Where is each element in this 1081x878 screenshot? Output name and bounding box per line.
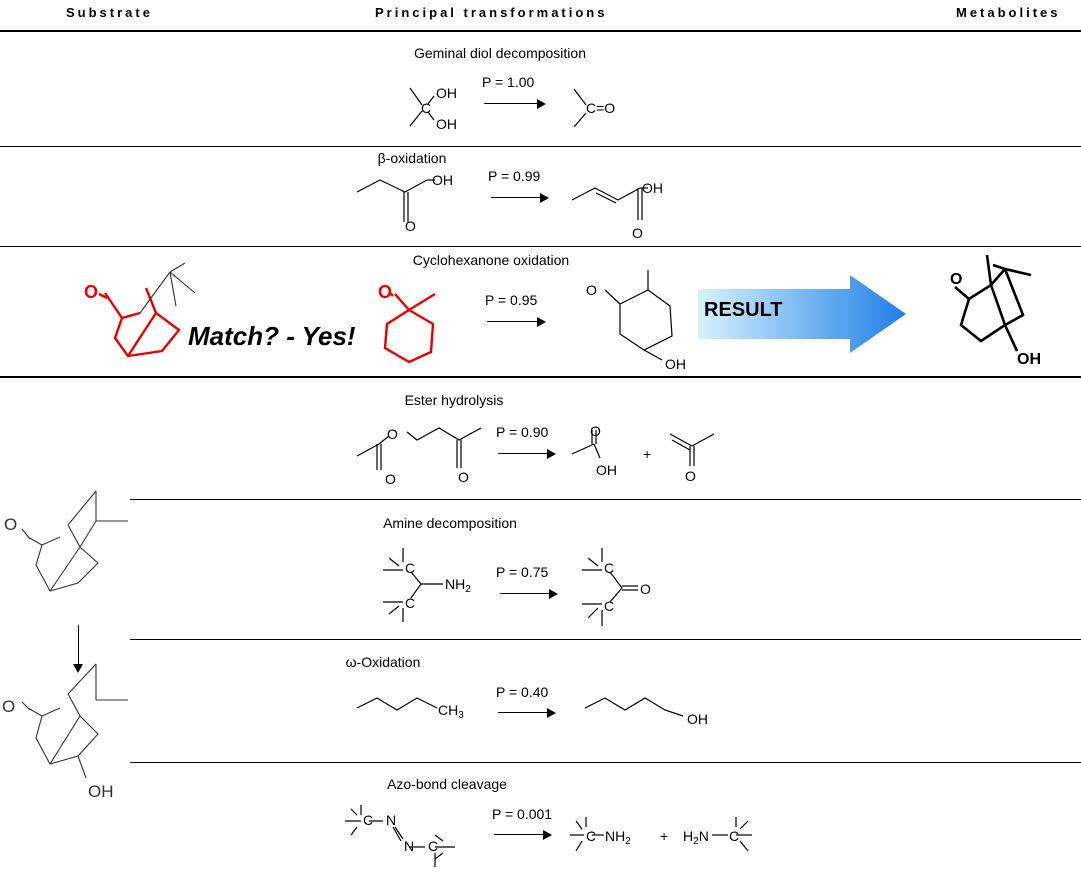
reaction-arrow [494, 830, 552, 840]
plus-sign: + [660, 828, 669, 844]
reaction-arrow [487, 317, 546, 327]
row-divider [0, 246, 1081, 247]
row-divider [130, 499, 1081, 500]
atom-o: O [385, 471, 396, 487]
result-arrow [698, 275, 906, 353]
header-principal-transformations: Principal transformations [375, 5, 608, 20]
ketone-product-structure [573, 88, 587, 128]
atom-oh: OH [665, 356, 686, 372]
rule-probability: P = 1.00 [482, 74, 535, 90]
row-divider [130, 762, 1081, 763]
atom-c: C [363, 812, 374, 828]
atom-oh: OH [432, 172, 453, 188]
atom-o: O [632, 225, 643, 241]
atom-o: O [950, 271, 963, 288]
atom-c: C [428, 838, 439, 854]
ester-substrate-structure [356, 427, 482, 470]
methyl-vinyl-ketone-structure [669, 433, 715, 466]
crotonic-acid-structure [571, 187, 648, 220]
rule-title-azo-bond-cleavage: Azo-bond cleavage [387, 776, 507, 792]
atom-oh: OH [1017, 351, 1041, 368]
rule-probability: P = 0.99 [488, 168, 541, 184]
ketone-amine-product-structure [582, 548, 638, 626]
rule-title-geminal-diol: Geminal diol decomposition [414, 45, 586, 61]
hydroxycyclohexanone-product-structure [604, 270, 673, 361]
pentane-substrate-structure [356, 697, 438, 711]
atom-o: O [685, 468, 696, 484]
atom-c: C [421, 100, 432, 116]
atom-o: O [405, 218, 416, 234]
atom-o: O [84, 282, 99, 302]
substrate-camphor-structure [21, 490, 128, 592]
reaction-arrow [491, 193, 549, 203]
atom-oh: OH [596, 462, 617, 478]
geminal-diol-structure [409, 87, 435, 127]
rule-title-beta-oxidation: β-oxidation [377, 150, 447, 166]
row-divider [130, 639, 1081, 640]
rule-title-ester-hydrolysis: Ester hydrolysis [404, 392, 504, 408]
header-metabolites: Metabolites [956, 5, 1061, 20]
result-label: RESULT [704, 299, 783, 321]
acetic-acid-structure [571, 430, 601, 459]
reaction-arrow [500, 589, 558, 599]
substrate-highlighted-structure [98, 287, 181, 358]
row-divider [0, 146, 1081, 147]
amine-product-structure [712, 817, 752, 852]
atom-n: N [404, 838, 415, 854]
atom-oh: OH [436, 116, 457, 132]
cyclohexanone-template-structure [383, 291, 436, 364]
atom-o: O [378, 282, 393, 302]
reaction-arrow [498, 449, 556, 459]
atom-c: C [604, 560, 615, 576]
atom-c: C [729, 828, 740, 844]
atom-nh2: NH2 [605, 828, 631, 847]
rule-probability: P = 0.90 [496, 424, 549, 440]
atom-oh: OH [642, 180, 663, 196]
rule-probability: P = 0.95 [485, 292, 538, 308]
reaction-arrow [484, 99, 546, 109]
atom-ch3: CH3 [438, 702, 464, 721]
amine-substrate-structure [383, 548, 443, 622]
rule-title-omega-oxidation: ω-Oxidation [345, 654, 421, 670]
substrate-hydroxycamphor-structure [21, 663, 128, 779]
atom-h2n: H2N [683, 828, 709, 847]
atom-c-eq-o: C=O [586, 100, 616, 116]
match-text: Match? - Yes! [188, 321, 356, 351]
atom-o: O [640, 581, 651, 597]
reaction-arrow [498, 708, 556, 718]
azo-substrate-structure [345, 805, 455, 867]
atom-o: O [590, 423, 601, 439]
rule-title-amine-decomposition: Amine decomposition [383, 515, 517, 531]
atom-o: O [4, 515, 18, 534]
plus-sign: + [643, 446, 652, 462]
atom-c: C [405, 560, 416, 576]
rule-probability: P = 0.40 [496, 684, 549, 700]
header-rule [0, 30, 1081, 32]
atom-c: C [586, 828, 597, 844]
row-divider [0, 376, 1081, 378]
atom-o: O [458, 469, 469, 485]
atom-n: N [386, 812, 397, 828]
metabolite-structure [954, 254, 1032, 352]
pentanol-product-structure [584, 697, 684, 717]
rule-probability: P = 0.75 [496, 564, 549, 580]
atom-oh: OH [436, 85, 457, 101]
rule-title-cyclohexanone-oxidation: Cyclohexanone oxidation [412, 252, 570, 268]
atom-o: O [586, 282, 597, 298]
atom-oh: OH [687, 711, 708, 727]
butanoic-acid-structure [356, 179, 435, 222]
amine-product-structure [570, 817, 604, 852]
atom-c: C [604, 598, 615, 614]
atom-oh: OH [88, 782, 114, 801]
header-substrate: Substrate [66, 5, 153, 20]
atom-o: O [387, 426, 398, 442]
atom-nh2: NH2 [445, 576, 471, 595]
atom-c: C [405, 595, 416, 611]
substrate-bridge-structure [139, 262, 196, 314]
rule-probability: P = 0.001 [492, 806, 553, 822]
atom-o: O [2, 697, 16, 716]
